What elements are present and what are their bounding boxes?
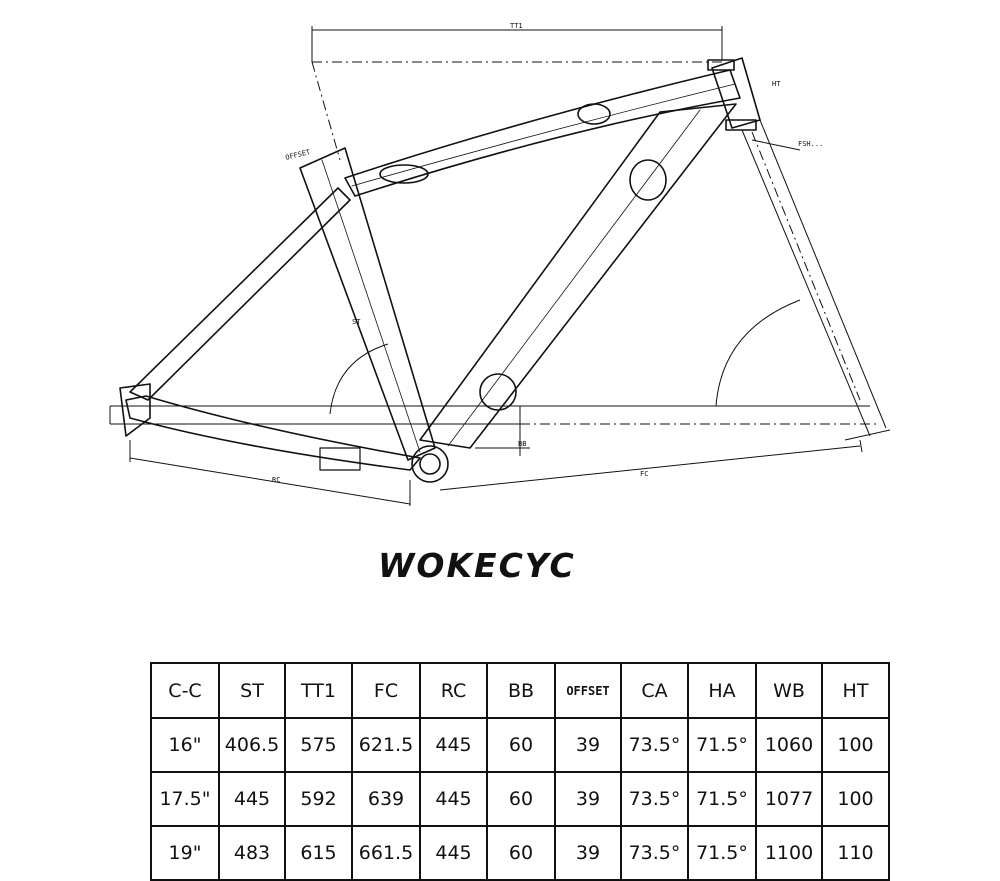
table-cell: 406.5 [218,717,286,773]
table-cell: 575 [284,717,353,773]
table-cell: 661.5 [351,825,421,881]
table-cell: 73.5° [620,771,689,827]
label-rc: RC [272,476,280,484]
table-cell: 1077 [755,771,823,827]
label-ht: HT [772,80,781,88]
table-cell: 39 [554,717,622,773]
table-cell: 39 [554,825,622,881]
table-header-row: C-C ST TT1 FC RC BB OFFSET CA HA WB HT [150,662,890,719]
table-cell: 483 [218,825,286,881]
table-cell: 60 [486,717,556,773]
table-cell: 110 [821,825,890,881]
col-header-rc: RC [419,662,488,719]
table-cell: 60 [486,771,556,827]
table-cell: 621.5 [351,717,421,773]
seat-stay [129,187,351,401]
table-cell: 445 [419,825,488,881]
frame-geometry-drawing: TT1 OFFSET FSH... FC RC ST HT BB [109,22,891,506]
table-cell: 71.5° [687,717,757,773]
table-cell: 60 [486,825,556,881]
table-cell: 592 [284,771,353,827]
chain-stay [125,395,421,471]
label-offset: OFFSET [285,148,312,162]
table-cell: 639 [351,771,421,827]
col-header-offset: OFFSET [554,662,622,719]
table-row: 16" 406.5 575 621.5 445 60 39 73.5° 71.5… [150,717,890,773]
table-cell: 17.5" [150,771,220,827]
table-cell: 445 [419,717,488,773]
table-row: 19" 483 615 661.5 445 60 39 73.5° 71.5° … [150,825,890,881]
table-cell: 1060 [755,717,823,773]
table-cell: 1100 [755,825,823,881]
col-header-st: ST [218,662,286,719]
col-header-ca: CA [620,662,689,719]
table-cell: 100 [821,717,890,773]
table-cell: 71.5° [687,771,757,827]
table-cell: 73.5° [620,825,689,881]
label-bb: BB [518,440,526,448]
col-header-cc: C-C [150,662,220,719]
seat-tube [299,147,436,461]
table-cell: 19" [150,825,220,881]
col-header-bb: BB [486,662,556,719]
label-tt: TT1 [510,22,523,30]
table-cell: 71.5° [687,825,757,881]
table-cell: 445 [218,771,286,827]
table-cell: 615 [284,825,353,881]
label-st: ST [352,318,361,326]
down-tube [419,103,737,449]
table-cell: 100 [821,771,890,827]
table-row: 17.5" 445 592 639 445 60 39 73.5° 71.5° … [150,771,890,827]
table-cell: 39 [554,771,622,827]
head-tube [711,57,761,129]
col-header-tt1: TT1 [284,662,353,719]
table-cell: 16" [150,717,220,773]
col-header-wb: WB [755,662,823,719]
brand-logo: WOKECYC [378,546,576,585]
label-headset: FSH... [798,140,823,148]
label-fc: FC [640,470,648,478]
table-cell: 73.5° [620,717,689,773]
col-header-ht: HT [821,662,890,719]
table-cell: 445 [419,771,488,827]
col-header-ha: HA [687,662,757,719]
rear-dropout [119,383,151,437]
bottom-bracket [411,445,449,483]
geometry-table: C-C ST TT1 FC RC BB OFFSET CA HA WB HT 1… [150,662,890,881]
col-header-fc: FC [351,662,421,719]
